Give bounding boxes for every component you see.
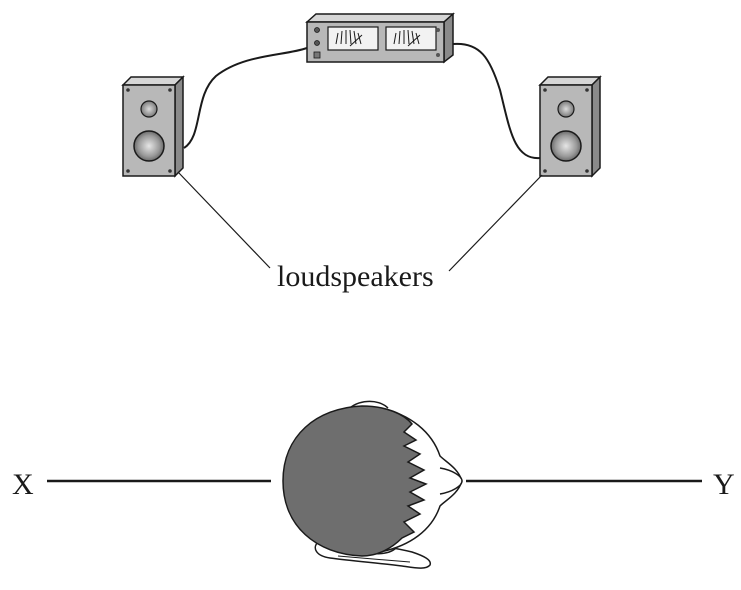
amplifier [307,14,453,62]
point-x-label: X [12,470,34,500]
vu-meter-left [328,27,378,50]
hair [283,406,426,556]
loudspeaker-right [540,77,600,176]
leader-line-left [178,172,270,268]
loudspeakers-label: loudspeakers [277,262,434,292]
point-y-label: Y [713,470,735,500]
cable-left [184,48,307,148]
leader-line-right [449,175,542,271]
vu-meter-right [386,27,436,50]
listener-head [283,401,462,568]
loudspeaker-left [123,77,183,176]
nose [440,468,462,494]
cable-right [453,44,540,158]
